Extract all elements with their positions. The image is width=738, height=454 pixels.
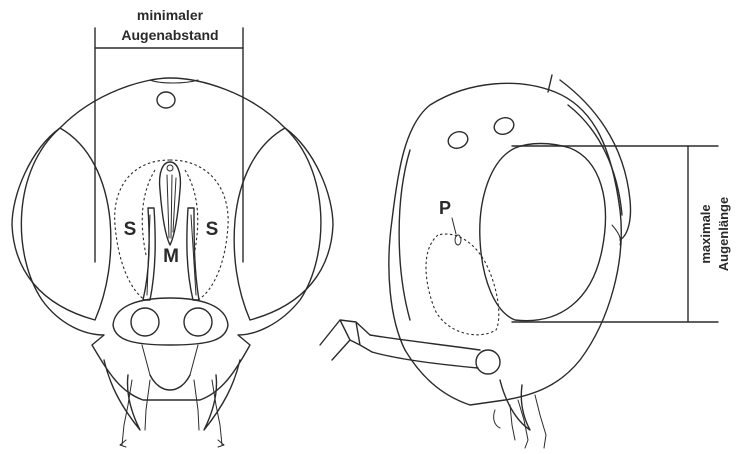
max-eye-length-label-2: Augenlänge bbox=[716, 197, 731, 271]
median-ocellus bbox=[157, 92, 175, 108]
right-compound-eye bbox=[234, 128, 333, 320]
side-ocellus-2 bbox=[492, 115, 516, 137]
left-antennal-socket bbox=[131, 308, 159, 336]
left-side-groove bbox=[143, 208, 155, 300]
median-groove-hatch-1 bbox=[167, 175, 169, 238]
antenna-flagellum bbox=[320, 320, 372, 360]
min-eye-distance-label-2: Augenabstand bbox=[121, 27, 218, 43]
min-eye-distance-label-1: minimaler bbox=[137, 7, 204, 23]
clypeus-sides bbox=[142, 345, 198, 375]
left-mandible bbox=[104, 360, 140, 430]
side-compound-eye bbox=[480, 144, 606, 321]
side-palp-1 bbox=[510, 400, 528, 448]
clypeus-outline bbox=[113, 298, 228, 345]
front-view-head bbox=[12, 28, 333, 447]
label-m: M bbox=[163, 246, 179, 267]
side-mandible bbox=[500, 380, 530, 430]
neck-joint bbox=[612, 225, 621, 245]
median-pit bbox=[167, 165, 173, 171]
label-p: P bbox=[439, 198, 451, 218]
right-antennal-socket bbox=[184, 308, 212, 336]
side-head-outline bbox=[389, 83, 621, 405]
median-groove bbox=[160, 162, 181, 245]
inner-dashed-region bbox=[142, 170, 197, 255]
max-eye-length-label-1: maximale bbox=[698, 204, 713, 263]
pronotum-strip bbox=[548, 75, 631, 240]
label-s-left: S bbox=[124, 219, 137, 240]
side-ocellus-1 bbox=[446, 129, 470, 151]
p-spot bbox=[455, 235, 461, 245]
side-palp-2 bbox=[535, 395, 546, 448]
left-compound-eye bbox=[12, 128, 111, 320]
antenna-base bbox=[476, 350, 500, 374]
p-pointer bbox=[452, 218, 456, 234]
right-palp-2 bbox=[194, 380, 199, 430]
left-palp-2 bbox=[145, 380, 150, 430]
occipital-curve bbox=[399, 150, 410, 320]
median-groove-hatch-2 bbox=[171, 175, 172, 238]
side-view-head bbox=[320, 75, 718, 448]
right-side-groove bbox=[187, 208, 199, 300]
label-s-right: S bbox=[206, 219, 219, 240]
neck-strip bbox=[568, 105, 622, 215]
antenna-scape bbox=[370, 335, 480, 368]
labrum bbox=[150, 375, 190, 390]
side-labrum bbox=[494, 410, 500, 428]
head-outline bbox=[21, 78, 321, 400]
